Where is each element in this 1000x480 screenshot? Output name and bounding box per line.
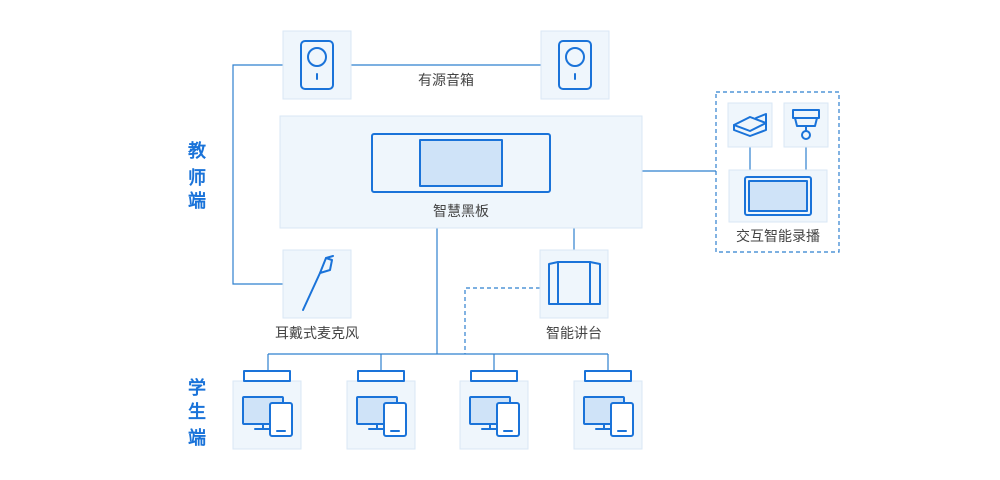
mic-node: 耳戴式麦克风 [275,249,359,342]
student-device [573,370,643,450]
student-device [346,370,416,450]
speaker-label: 有源音箱 [418,72,474,89]
speaker-left [282,30,352,100]
projector-icon [733,113,767,137]
podium-label: 智能讲台 [546,326,602,342]
smart-blackboard-icon [371,133,551,193]
side-label-teacher-2: 师 [188,167,206,189]
side-label-student-3: 端 [188,428,206,449]
desktop-tablet-icon [469,396,520,437]
side-label-student-2: 生 [188,401,206,423]
blackboard-label: 智慧黑板 [433,204,489,220]
side-label-student-1: 学 [188,377,206,399]
podium-dashed-link [464,287,540,354]
speaker-icon [558,40,592,90]
teacher-left-bracket [232,64,283,285]
desktop-tablet-icon [356,396,407,437]
desktop-tablet-icon [583,396,634,437]
podium-icon [548,261,601,305]
mic-label: 耳戴式麦克风 [275,326,359,342]
side-label-teacher-3: 端 [188,191,206,212]
connectors [232,64,807,371]
student-device [459,370,529,450]
speaker-right [540,30,610,100]
desktop-tablet-icon [242,396,293,437]
speaker-icon [300,40,334,90]
blackboard-node: 智慧黑板 [279,115,643,229]
recording-group: 交互智能录播 [715,91,840,253]
headset-mic-icon [302,255,334,311]
side-label-teacher-1: 教 [188,140,207,162]
podium-node: 智能讲台 [539,249,609,342]
ceiling-camera-icon [792,109,820,140]
monitor-icon [744,176,812,216]
recording-label: 交互智能录播 [736,228,820,245]
student-device [232,370,302,450]
